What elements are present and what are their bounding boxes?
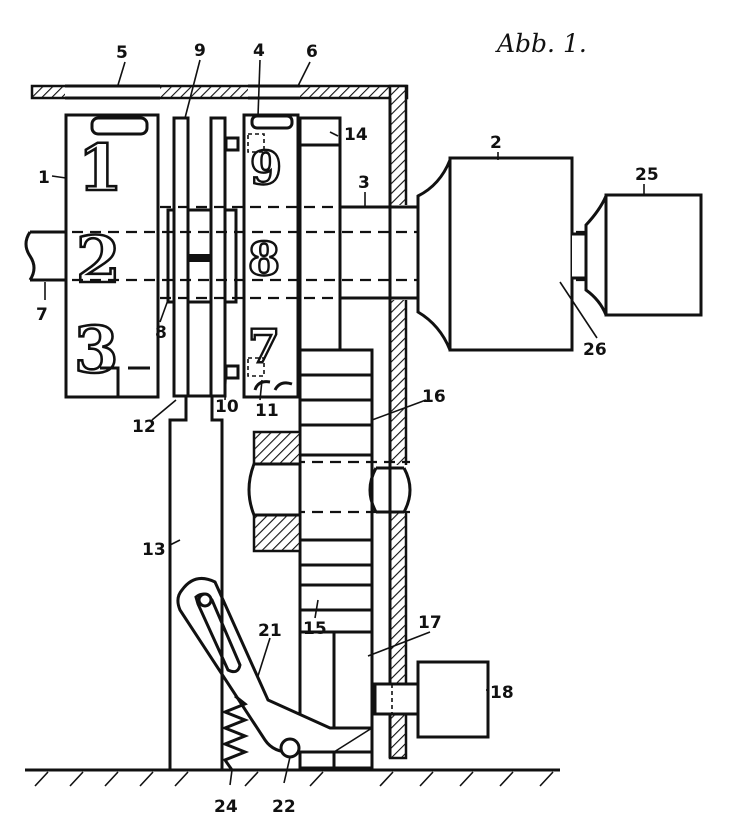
reference-numerals: 1 2 3 4 5 6 7 8 9 10 11 12 13 14 15 16 1… (36, 41, 659, 817)
svg-text:1: 1 (78, 131, 123, 206)
label-2: 2 (490, 133, 502, 153)
leader-lines (44, 59, 645, 786)
label-18: 18 (490, 683, 514, 703)
ground (25, 768, 560, 787)
shaft-3 (72, 205, 590, 300)
label-6: 6 (306, 42, 318, 62)
label-21: 21 (258, 621, 282, 641)
label-9: 9 (194, 41, 206, 61)
number-wheel-left: 1 2 3 (64, 113, 160, 399)
label-25: 25 (635, 165, 659, 185)
label-1: 1 (38, 168, 50, 188)
svg-text:3: 3 (74, 313, 119, 388)
label-5: 5 (116, 43, 128, 63)
shaft-7 (24, 230, 70, 282)
label-12: 12 (132, 417, 156, 437)
label-17: 17 (418, 613, 442, 633)
nut (247, 430, 412, 553)
svg-text:2: 2 (76, 223, 121, 298)
label-11: 11 (255, 401, 279, 421)
unit-25 (584, 193, 703, 317)
label-22: 22 (272, 797, 296, 817)
label-15: 15 (303, 619, 327, 639)
label-26: 26 (583, 340, 607, 360)
label-7: 7 (36, 305, 48, 325)
number-wheel-right: 9 8 7 (242, 113, 300, 399)
label-16: 16 (422, 387, 446, 407)
coupling-2 (416, 156, 590, 352)
bell-crank-21 (176, 560, 374, 771)
switching-plates (166, 116, 240, 770)
figure-caption: Abb. 1. (495, 29, 587, 58)
label-24: 24 (214, 797, 238, 817)
svg-text:9: 9 (250, 141, 282, 195)
label-3: 3 (358, 173, 370, 193)
label-10: 10 (215, 397, 239, 417)
label-14: 14 (344, 125, 368, 145)
label-4: 4 (253, 41, 265, 61)
lever-17 (332, 630, 490, 770)
label-13: 13 (142, 540, 166, 560)
svg-text:8: 8 (248, 232, 280, 286)
label-8: 8 (155, 323, 167, 343)
gear-16 (258, 348, 410, 634)
